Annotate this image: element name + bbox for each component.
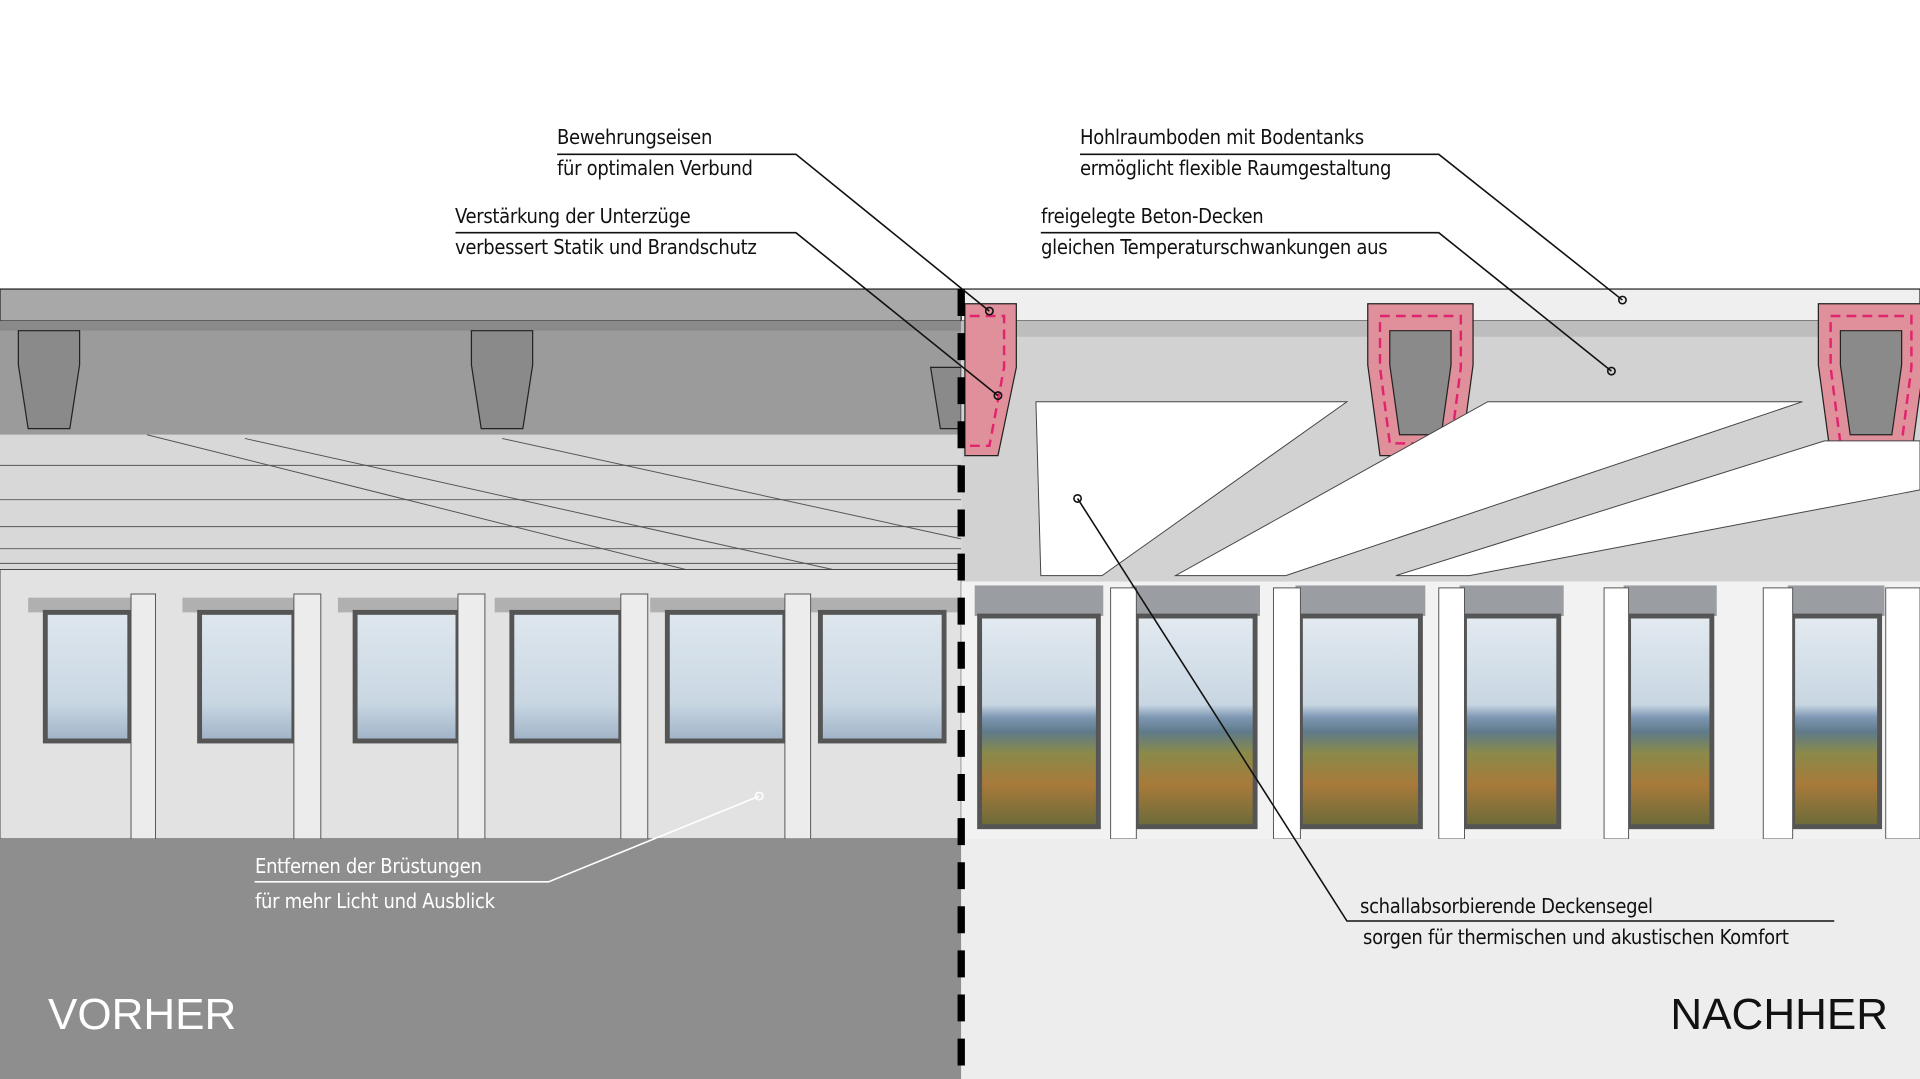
lintel [1459,585,1564,617]
annotation-hohlraum-title: Hohlraumboden mit Bodentanks [1080,125,1364,149]
label-before: VORHER [48,990,237,1039]
annotation-bewehrung-title: Bewehrungseisen [557,125,713,149]
window [1133,613,1258,830]
window [1790,613,1883,830]
column [1272,587,1301,840]
annotation-bewehrung-sub: für optimalen Verbund [557,156,753,180]
column [293,593,322,840]
lintel [1131,585,1260,617]
column [1438,587,1465,840]
after-side [960,288,1920,1079]
lintel [803,597,962,613]
column [130,593,156,840]
lintel [337,597,476,613]
lintel [650,597,803,613]
lintel [182,597,312,613]
window [1462,613,1562,830]
lintel [1623,585,1717,617]
window [977,613,1101,830]
window [42,609,133,744]
annotation-beton-sub: gleichen Temperaturschwankungen aus [1041,235,1388,259]
annotation-unterzuege-title: Verstärkung der Unterzüge [455,204,691,228]
beam [1839,330,1903,436]
annotation-bruestung-title: Entfernen der Brüstungen [255,854,482,878]
annotation-segel-title: schallabsorbierende Deckensegel [1360,894,1653,918]
beam [1389,330,1452,436]
column [1885,587,1920,840]
rebar-icon [969,314,1006,448]
annotation-beton-title: freigelegte Beton-Decken [1041,204,1264,228]
window [509,609,624,744]
window [817,609,947,744]
window [664,609,788,744]
lintel [28,597,147,613]
leader-lines [455,153,1835,922]
column [784,593,812,840]
lintel [1295,585,1426,617]
annotation-hohlraum-sub: ermöglicht flexible Raumgestaltung [1080,156,1392,180]
lintel [1787,585,1885,617]
window [197,609,297,744]
window [1626,613,1715,830]
beam [470,330,534,430]
slab-rib [0,320,962,331]
column [1110,587,1137,840]
column [457,593,486,840]
lintel [974,585,1104,617]
column [1762,587,1794,840]
column [1603,587,1630,840]
lintel [494,597,638,613]
window [1297,613,1423,830]
before-side [0,288,962,1079]
beam [17,330,81,430]
annotation-unterzuege-sub: verbessert Statik und Brandschutz [455,235,757,259]
label-after: NACHHER [1670,990,1888,1039]
annotation-bruestung-sub: für mehr Licht und Ausblick [255,889,495,913]
window [352,609,461,744]
column [620,593,649,840]
annotation-segel-sub: sorgen für thermischen und akustischen K… [1363,925,1789,949]
